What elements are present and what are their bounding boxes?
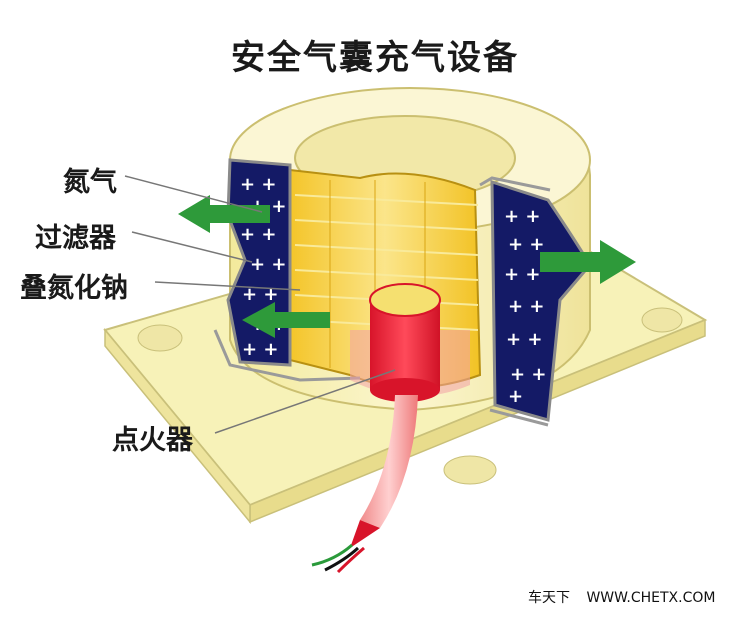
label-filter: 过滤器: [35, 223, 116, 254]
gas-flow-arrow-left-top: [178, 195, 270, 233]
svg-text:+ +: + +: [240, 224, 276, 245]
svg-text:+ +: + +: [250, 254, 286, 275]
svg-text:+ +: + +: [240, 174, 276, 195]
page-title: 安全气囊充气设备: [231, 38, 519, 78]
svg-text:+ +: + +: [242, 284, 278, 305]
svg-text:+ +: + +: [242, 339, 278, 360]
svg-text:+ +: + +: [508, 296, 544, 317]
arrow-icon: [178, 195, 636, 338]
svg-text:+ +: + +: [506, 329, 542, 350]
svg-text:+ +: + +: [504, 264, 540, 285]
mount-hole: [641, 307, 683, 333]
gas-flow-arrow-left-bottom: [242, 302, 330, 338]
label-sodium-azide: 叠氮化钠: [20, 273, 128, 304]
metal-casing: [213, 176, 551, 427]
mount-hole: [443, 455, 497, 485]
svg-text:+: +: [508, 386, 523, 407]
svg-text:+ +: + +: [510, 364, 546, 385]
svg-text:+ +: + +: [504, 206, 540, 227]
gas-flow-arrow-right: [540, 240, 636, 284]
svg-text:+ +: + +: [508, 234, 544, 255]
credit-url: WWW.CHETX.COM: [586, 590, 716, 606]
filter-panel-right: + ++ + + ++ + + ++ + +: [490, 179, 592, 422]
credit-watermark: 车天下 WWW.CHETX.COM: [528, 587, 727, 607]
leader-lines: [124, 175, 396, 434]
credit-site-name: 车天下: [528, 590, 570, 606]
label-igniter: 点火器: [112, 425, 193, 456]
mount-hole: [137, 324, 183, 352]
wire-icon: [311, 395, 418, 574]
label-nitrogen: 氮气: [63, 167, 117, 198]
